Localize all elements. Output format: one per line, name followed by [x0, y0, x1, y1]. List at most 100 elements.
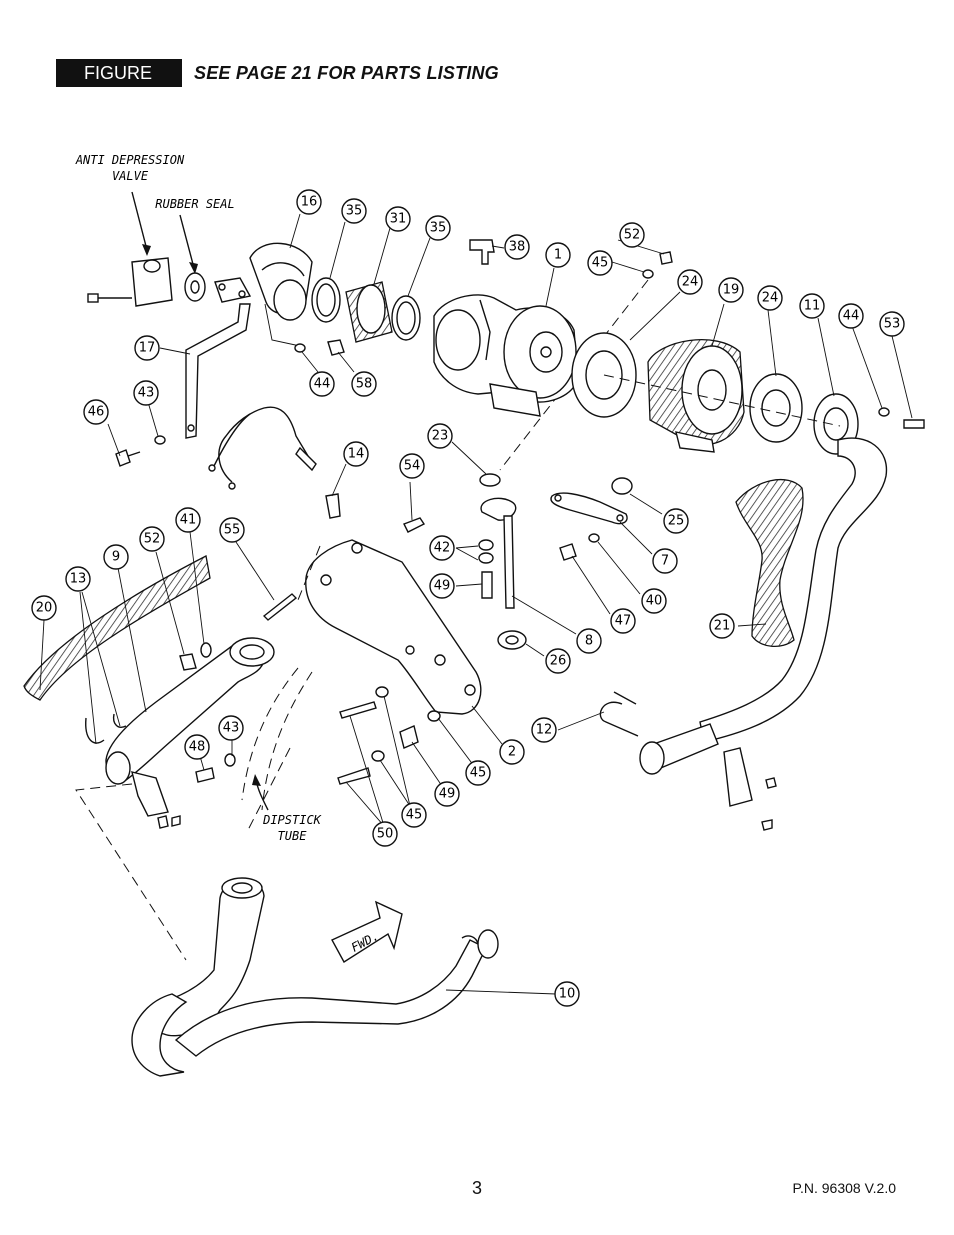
- svg-text:35: 35: [430, 221, 447, 236]
- svg-text:38: 38: [509, 240, 526, 255]
- callout-49: 49: [429, 573, 455, 599]
- svg-text:8: 8: [585, 634, 593, 649]
- svg-text:52: 52: [144, 532, 161, 547]
- callout-45b: 45: [465, 760, 491, 786]
- svg-text:13: 13: [70, 572, 87, 587]
- hose-clamps-and-hose: [311, 277, 421, 343]
- sender-wire: [208, 406, 317, 490]
- callout-44b: 44: [309, 371, 335, 397]
- callout-10: 10: [554, 981, 580, 1007]
- svg-text:43: 43: [138, 386, 155, 401]
- heat-wrap: [23, 555, 211, 701]
- svg-text:24: 24: [762, 291, 779, 306]
- grommet-and-plug: [497, 477, 633, 650]
- svg-text:17: 17: [139, 341, 156, 356]
- assembly-lead-lines: [75, 545, 321, 961]
- svg-text:44: 44: [843, 309, 860, 324]
- elbow-fitting: [469, 239, 495, 265]
- callout-labels: 16 35 31 35 38 1 52 45 24 19 24 11 44 53…: [31, 189, 905, 1007]
- svg-text:10: 10: [559, 987, 576, 1002]
- callout-31: 31: [385, 206, 411, 232]
- svg-text:50: 50: [377, 827, 394, 842]
- svg-text:49: 49: [434, 579, 451, 594]
- callout-1: 1: [545, 242, 571, 268]
- callout-58: 58: [351, 371, 377, 397]
- svg-text:26: 26: [550, 654, 567, 669]
- svg-text:45: 45: [592, 256, 609, 271]
- svg-text:55: 55: [224, 523, 241, 538]
- svg-text:VALVE: VALVE: [112, 169, 149, 183]
- svg-text:20: 20: [36, 601, 53, 616]
- svg-text:47: 47: [615, 614, 632, 629]
- support-bracket: [185, 303, 301, 439]
- manifold-bracket: [305, 517, 482, 715]
- tail-pipe: [599, 691, 777, 831]
- callout-12: 12: [531, 717, 557, 743]
- svg-text:14: 14: [348, 447, 365, 462]
- svg-text:42: 42: [434, 541, 451, 556]
- svg-text:23: 23: [432, 429, 449, 444]
- bolt-53-washer-44: [878, 407, 925, 429]
- washer-nut-44-58: [294, 339, 345, 356]
- callout-43b: 43: [218, 715, 244, 741]
- callout-50: 50: [372, 821, 398, 847]
- svg-text:44: 44: [314, 377, 331, 392]
- callout-45c: 45: [401, 802, 427, 828]
- turbocharger: [433, 294, 579, 417]
- bolt-48-washer-43: [195, 753, 236, 783]
- svg-text:41: 41: [180, 513, 197, 528]
- callout-42: 42: [429, 535, 455, 561]
- pipe-clamps: [85, 713, 181, 829]
- svg-text:21: 21: [714, 619, 731, 634]
- svg-text:58: 58: [356, 377, 373, 392]
- svg-text:46: 46: [88, 405, 105, 420]
- bolt-46-washer-43: [115, 435, 166, 467]
- callout-54: 54: [399, 453, 425, 479]
- sender-fitting: [325, 493, 341, 519]
- callout-2: 2: [499, 739, 525, 765]
- callout-23: 23: [427, 423, 453, 449]
- callout-19: 19: [718, 277, 744, 303]
- callout-24b: 24: [757, 285, 783, 311]
- rubber-seal-caption: RUBBER SEAL: [155, 197, 234, 211]
- callout-35b: 35: [425, 215, 451, 241]
- callout-45: 45: [587, 250, 613, 276]
- svg-text:11: 11: [804, 299, 821, 314]
- callout-53: 53: [879, 311, 905, 337]
- callout-41: 41: [175, 507, 201, 533]
- svg-text:35: 35: [346, 204, 363, 219]
- callout-35: 35: [341, 198, 367, 224]
- callout-46: 46: [83, 399, 109, 425]
- figure-label: FIGURE 1: [56, 59, 182, 111]
- svg-text:ANTI DEPRESSION: ANTI DEPRESSION: [75, 153, 185, 167]
- callout-25: 25: [663, 508, 689, 534]
- svg-text:40: 40: [646, 594, 663, 609]
- manifold-bolts: [337, 686, 441, 785]
- svg-text:TUBE: TUBE: [278, 829, 308, 843]
- stud-nut-washer: [179, 593, 298, 671]
- callout-52b: 52: [139, 526, 165, 552]
- forward-arrow: FWD.: [331, 900, 403, 963]
- oil-return-line: [478, 473, 517, 609]
- callout-49b: 49: [434, 781, 460, 807]
- svg-text:DIPSTICK: DIPSTICK: [262, 813, 322, 827]
- callout-13: 13: [65, 566, 91, 592]
- flex-pipe: [735, 479, 804, 647]
- caption-arrows: [131, 191, 269, 811]
- turbine-gaskets-housing: [571, 332, 859, 455]
- svg-text:1: 1: [554, 248, 562, 263]
- svg-text:24: 24: [682, 275, 699, 290]
- svg-text:25: 25: [668, 514, 685, 529]
- anti-depression-valve-assembly: [87, 257, 252, 307]
- svg-text:31: 31: [390, 212, 407, 227]
- svg-text:16: 16: [301, 195, 318, 210]
- callout-38: 38: [504, 234, 530, 260]
- callout-48: 48: [184, 734, 210, 760]
- svg-text:43: 43: [223, 721, 240, 736]
- svg-text:19: 19: [723, 283, 740, 298]
- callout-14: 14: [343, 441, 369, 467]
- svg-text:52: 52: [624, 228, 641, 243]
- callout-17: 17: [134, 335, 160, 361]
- svg-text:7: 7: [661, 554, 669, 569]
